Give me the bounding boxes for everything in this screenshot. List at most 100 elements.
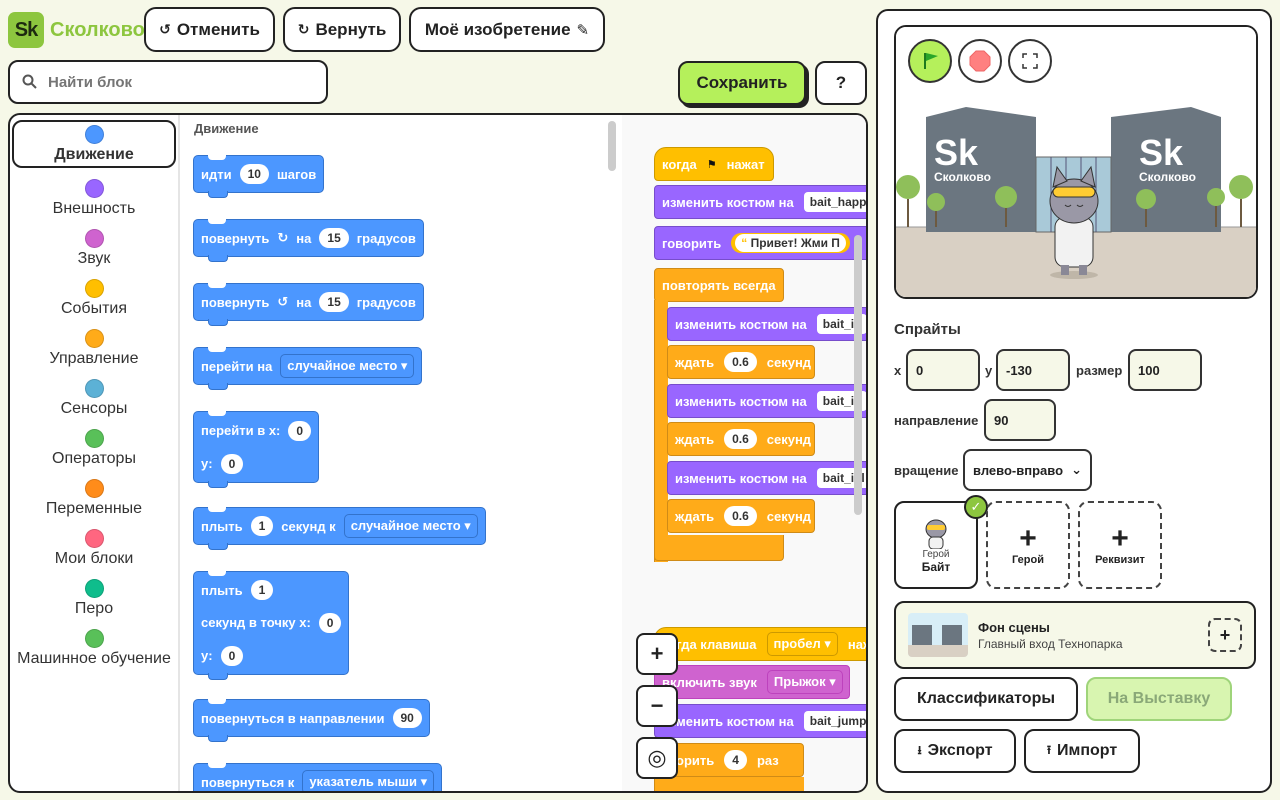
import-button[interactable]: ⭱Импорт <box>1024 729 1140 773</box>
block-turn-right[interactable]: повернуть ↻ на 15 градусов <box>193 219 424 262</box>
x-input[interactable]: 0 <box>288 420 312 441</box>
script-scrollbar[interactable] <box>854 235 862 515</box>
category-4[interactable]: События <box>10 273 178 323</box>
repeat-input[interactable]: 4 <box>724 750 747 770</box>
category-9[interactable]: Мои блоки <box>10 523 178 573</box>
save-button[interactable]: Сохранить <box>678 61 806 105</box>
category-8[interactable]: Переменные <box>10 473 178 523</box>
block-switch-costume[interactable]: изменить костюм на bait_jump <box>654 704 866 738</box>
block-text: секунд <box>766 431 812 447</box>
category-2[interactable]: Внешность <box>10 173 178 223</box>
block-wait[interactable]: ждать 0.6 секунд <box>667 345 815 379</box>
block-wait[interactable]: ждать 0.6 секунд <box>667 499 815 533</box>
stage-canvas[interactable]: Sk Сколково Sk Сколково <box>894 25 1258 299</box>
minus-icon: − <box>650 693 664 718</box>
search-input[interactable] <box>48 73 298 91</box>
direction-field[interactable]: 90 <box>984 399 1056 441</box>
block-wait[interactable]: ждать 0.6 секунд <box>667 422 815 456</box>
category-3[interactable]: Звук <box>10 223 178 273</box>
towards-dropdown[interactable]: указатель мыши ▾ <box>302 770 435 791</box>
green-flag-button[interactable] <box>908 39 952 83</box>
block-glide[interactable]: плыть 1 секунд к случайное место ▾ <box>193 507 486 550</box>
undo-button[interactable]: ↺Отменить <box>144 7 275 52</box>
block-when-flag[interactable]: когда ⚑ нажат <box>654 147 774 181</box>
wait-input[interactable]: 0.6 <box>724 506 757 526</box>
size-field[interactable]: 100 <box>1128 349 1202 391</box>
block-play-sound[interactable]: включить звук Прыжок ▾ <box>654 665 850 699</box>
wait-input[interactable]: 0.6 <box>724 429 757 449</box>
plus-icon: + <box>1111 522 1129 555</box>
category-5[interactable]: Управление <box>10 323 178 373</box>
block-switch-costume[interactable]: изменить костюм на bait_id <box>667 384 866 418</box>
classifiers-button[interactable]: Классификаторы <box>894 677 1078 721</box>
export-button[interactable]: ⭳Экспорт <box>894 729 1016 773</box>
wait-input[interactable]: 0.6 <box>724 352 757 372</box>
y-input[interactable]: 0 <box>220 453 244 474</box>
block-switch-costume[interactable]: изменить костюм на bait_idl <box>667 461 866 495</box>
redo-button[interactable]: ↻Вернуть <box>283 7 401 52</box>
category-7[interactable]: Операторы <box>10 423 178 473</box>
exhibit-button[interactable]: На Выставку <box>1086 677 1232 721</box>
zoom-in-button[interactable]: + <box>636 633 678 675</box>
block-point-towards[interactable]: повернуться к указатель мыши ▾ <box>193 763 443 791</box>
block-switch-costume[interactable]: изменить костюм на bait_id <box>667 307 866 341</box>
add-backdrop-button[interactable]: + <box>1208 618 1242 652</box>
rotation-select[interactable]: влево-вправо ⌄ <box>963 449 1092 491</box>
help-button[interactable]: ? <box>815 61 867 105</box>
project-name-button[interactable]: Моё изобретение✎ <box>409 7 605 52</box>
block-goto[interactable]: перейти на случайное место ▾ <box>193 347 423 390</box>
glide-dropdown[interactable]: случайное место ▾ <box>343 514 478 538</box>
block-point-direction[interactable]: повернуться в направлении 90 <box>193 699 430 742</box>
key-dropdown[interactable]: пробел ▾ <box>766 632 838 656</box>
x-field[interactable]: 0 <box>906 349 980 391</box>
block-text: говорить <box>662 235 722 251</box>
block-say[interactable]: говорить “ Привет! Жми П <box>654 226 866 260</box>
sound-dropdown[interactable]: Прыжок ▾ <box>766 670 843 694</box>
degrees-input[interactable]: 15 <box>319 292 349 312</box>
palette-scrollbar[interactable] <box>608 121 616 171</box>
fullscreen-button[interactable] <box>1008 39 1052 83</box>
y-input[interactable]: 0 <box>220 645 244 666</box>
block-turn-left[interactable]: повернуть ↺ на 15 градусов <box>193 283 424 326</box>
download-icon: ⭳ <box>917 742 922 757</box>
stop-button[interactable] <box>958 39 1002 83</box>
block-search[interactable] <box>8 60 328 104</box>
category-10[interactable]: Перо <box>10 573 178 623</box>
category-6[interactable]: Сенсоры <box>10 373 178 423</box>
costume-dropdown[interactable]: bait_id <box>816 314 866 334</box>
block-forever[interactable]: повторять всегда <box>654 268 784 302</box>
brand-logo: Sk Сколково <box>8 12 145 48</box>
block-text: на <box>296 294 312 310</box>
costume-dropdown[interactable]: bait_jump <box>803 711 866 731</box>
block-goto-xy[interactable]: перейти в x:0 y:0 <box>193 411 320 488</box>
seconds-input[interactable]: 1 <box>250 580 274 601</box>
block-switch-costume[interactable]: изменить костюм на bait_happ <box>654 185 866 219</box>
category-11[interactable]: Машинное обучение <box>10 623 178 673</box>
goto-dropdown[interactable]: случайное место ▾ <box>280 354 415 378</box>
costume-dropdown[interactable]: bait_happ <box>803 192 866 212</box>
rotate-cw-icon: ↻ <box>277 230 289 245</box>
category-1[interactable]: Движение <box>12 120 176 168</box>
add-hero-button[interactable]: + Герой <box>986 501 1070 589</box>
palette-title: Движение <box>194 121 259 136</box>
backdrop-card[interactable]: Фон сцены Главный вход Технопарка + <box>894 601 1256 669</box>
direction-input[interactable]: 90 <box>392 708 422 728</box>
sprite-tile-bait[interactable]: Герой Байт ✓ <box>894 495 988 589</box>
y-field[interactable]: -130 <box>996 349 1070 391</box>
stage-backdrop <box>896 27 1256 297</box>
x-label: x <box>894 363 902 378</box>
seconds-input[interactable]: 1 <box>250 516 274 536</box>
steps-input[interactable]: 10 <box>239 164 269 184</box>
degrees-input[interactable]: 15 <box>319 228 349 248</box>
zoom-out-button[interactable]: − <box>636 685 678 727</box>
x-input[interactable]: 0 <box>318 612 342 633</box>
block-when-key[interactable]: когда клавиша пробел ▾ наж <box>654 627 866 661</box>
say-input[interactable]: “ Привет! Жми П <box>731 233 850 253</box>
costume-dropdown[interactable]: bait_id <box>816 391 866 411</box>
block-move-steps[interactable]: идти 10 шагов <box>193 155 325 198</box>
add-prop-button[interactable]: + Реквизит <box>1078 501 1162 589</box>
zoom-reset-button[interactable]: ◎ <box>636 737 678 779</box>
category-label: Переменные <box>45 499 143 517</box>
script-area[interactable]: когда ⚑ нажат изменить костюм на bait_ha… <box>622 115 866 791</box>
